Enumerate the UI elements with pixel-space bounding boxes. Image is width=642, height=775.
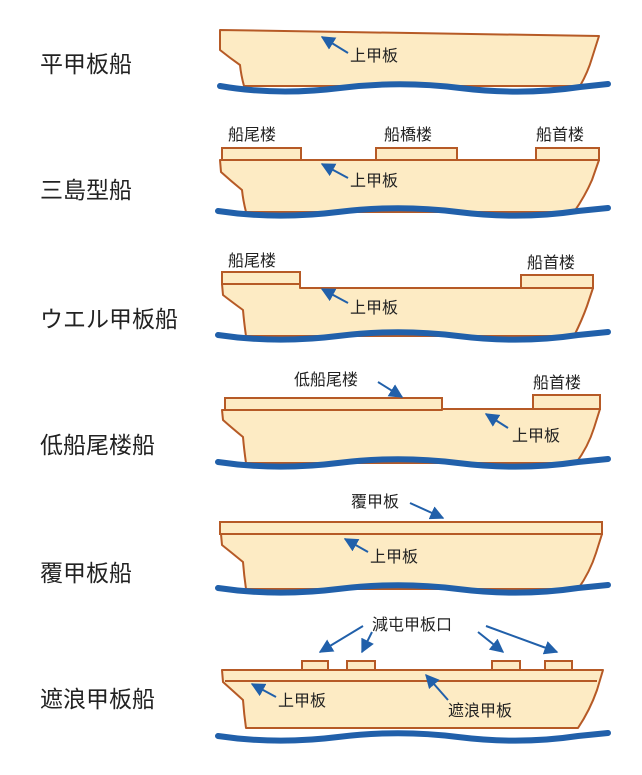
arrow-raised-quarter: [377, 381, 404, 398]
sea-wave-flush-deck: [217, 81, 611, 95]
label-poop-1: 船尾楼: [228, 125, 276, 144]
arrow-tonnage-4: [485, 625, 559, 655]
raised-quarter-deck: [224, 397, 443, 411]
label-raised-quarter: 低船尾楼: [294, 370, 358, 389]
label-forecastle-3: 船首楼: [533, 373, 581, 392]
poop-well-deck: [221, 271, 301, 285]
ship-shelter-deck: 覆甲板船 覆甲板 上甲板: [40, 492, 611, 596]
forecastle-raised-quarter: [532, 394, 601, 410]
arrow-upper-deck-1: [320, 36, 349, 54]
hull-raised-quarter-deck: [221, 408, 601, 464]
ship-name-three-island: 三島型船: [40, 178, 132, 204]
sea-wave-raised-quarter-deck: [215, 456, 611, 470]
label-upper-deck-3: 上甲板: [350, 298, 398, 317]
arrow-tonnage-1: [318, 625, 364, 653]
sea-wave-shelter-deck: [215, 582, 611, 596]
ship-name-raised-quarter-deck: 低船尾楼船: [40, 433, 155, 459]
label-upper-deck-4: 上甲板: [512, 426, 560, 445]
ship-awning-deck: 遮浪甲板船 減屯甲板口 上甲板 遮浪甲板: [40, 615, 611, 744]
forecastle-three-island: [535, 147, 600, 161]
ship-raised-quarter-deck: 低船尾楼船 低船尾楼 船首楼 上甲板: [40, 370, 611, 470]
arrow-upper-deck-2: [320, 163, 349, 179]
forecastle-well-deck: [520, 274, 594, 289]
label-poop-2: 船尾楼: [228, 251, 276, 270]
arrow-upper-deck-5: [343, 538, 369, 553]
arrow-upper-deck-4: [484, 413, 509, 429]
poop-three-island: [221, 147, 302, 161]
ship-name-well-deck: ウエル甲板船: [40, 307, 178, 333]
ship-three-island: 三島型船 船尾楼 船橋楼 船首楼 上甲板: [40, 125, 611, 219]
sea-wave-well-deck: [215, 329, 611, 343]
label-shelter-deck: 覆甲板: [351, 492, 399, 511]
ship-name-shelter-deck: 覆甲板船: [40, 561, 132, 587]
arrow-upper-deck-3: [320, 288, 349, 304]
tonnage-opening-2: [346, 660, 376, 671]
ship-name-flush-deck: 平甲板船: [40, 52, 132, 78]
arrow-tonnage-3: [477, 631, 505, 653]
arrow-tonnage-2: [361, 631, 374, 654]
tonnage-opening-4: [544, 660, 573, 671]
label-upper-deck-6: 上甲板: [278, 691, 326, 710]
label-forecastle-1: 船首楼: [536, 125, 584, 144]
label-upper-deck-1: 上甲板: [350, 46, 398, 65]
sea-wave-three-island: [215, 205, 611, 219]
sea-wave-awning-deck: [215, 730, 611, 744]
label-tonnage-opening: 減屯甲板口: [372, 615, 452, 634]
tonnage-opening-3: [491, 660, 521, 671]
arrow-shelter-deck: [409, 502, 445, 520]
hull-three-island: [219, 159, 600, 213]
ship-well-deck: ウエル甲板船 船尾楼 船首楼 上甲板: [40, 251, 611, 343]
ship-flush-deck: 平甲板船 上甲板: [40, 29, 611, 95]
label-upper-deck-5: 上甲板: [370, 547, 418, 566]
shelter-deck-layer: [219, 521, 603, 535]
label-bridge: 船橋楼: [384, 125, 432, 144]
bridge-three-island: [375, 147, 458, 161]
arrow-awning-deck: [425, 673, 449, 701]
label-upper-deck-2: 上甲板: [350, 171, 398, 190]
hull-flush-deck: [219, 29, 600, 87]
hull-awning-deck: [221, 669, 604, 729]
tonnage-opening-1: [301, 660, 329, 671]
hull-shelter-deck: [220, 533, 603, 590]
label-awning-deck: 遮浪甲板: [448, 701, 512, 720]
arrow-upper-deck-6: [250, 683, 277, 698]
ship-name-awning-deck: 遮浪甲板船: [40, 687, 155, 713]
hull-well-deck: [221, 283, 594, 337]
label-forecastle-2: 船首楼: [527, 253, 575, 272]
